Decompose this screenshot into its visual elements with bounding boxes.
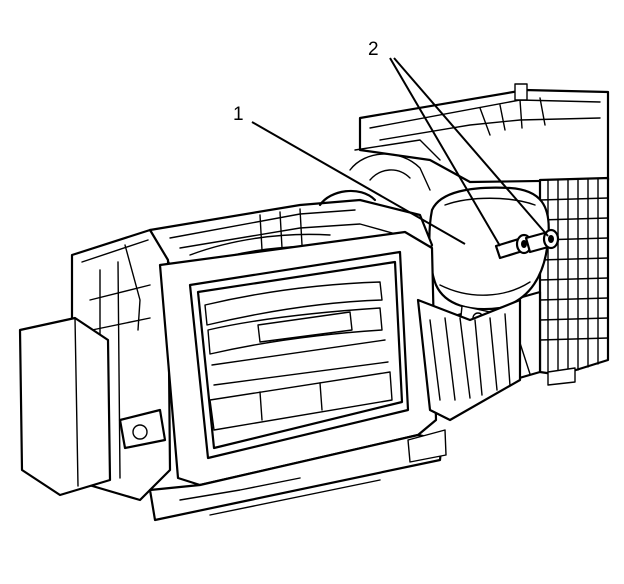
callout-label-2: 2 — [368, 39, 379, 60]
leader-line-2b — [393, 57, 549, 237]
left-housing — [18, 228, 172, 502]
vacuum-ports — [494, 228, 560, 260]
leader-line-2a — [389, 57, 501, 247]
leader-line-1 — [251, 121, 466, 245]
callout-label-1: 1 — [233, 104, 244, 125]
lower-duct — [407, 298, 522, 463]
inlet-frame — [148, 230, 444, 522]
callout-leaders — [251, 57, 549, 247]
